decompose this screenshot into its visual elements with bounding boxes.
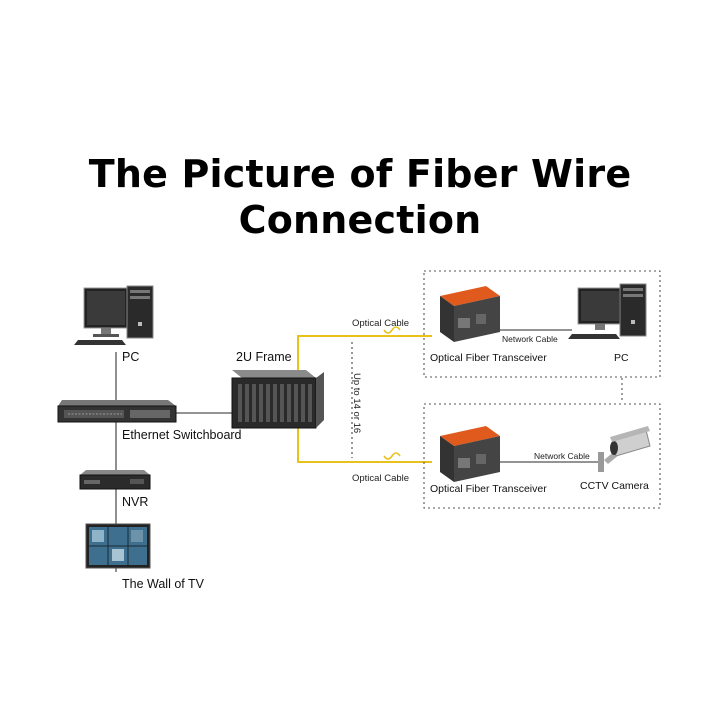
- switch-label: Ethernet Switchboard: [122, 428, 242, 442]
- optical-cable-bottom-label: Optical Cable: [352, 473, 410, 484]
- top-pc-label: PC: [614, 352, 629, 364]
- nvr-icon: [79, 470, 151, 490]
- nvr-label: NVR: [122, 495, 149, 509]
- top-endpoint-box: [423, 270, 661, 378]
- capacity-label: Up to 14 or 16: [351, 373, 362, 434]
- transceiver-icon: [440, 426, 500, 482]
- network-cable-top-label: Network Cable: [502, 334, 558, 344]
- rack-frame-icon: [231, 370, 324, 429]
- tv-wall-label: The Wall of TV: [122, 577, 204, 591]
- network-switch-icon: [57, 400, 177, 423]
- cctv-camera-icon: [598, 426, 651, 472]
- optical-cable-top-label: Optical Cable: [352, 318, 410, 329]
- network-cable-bottom-label: Network Cable: [534, 451, 590, 461]
- cctv-camera-label: CCTV Camera: [580, 480, 649, 492]
- desktop-pc-icon: [568, 283, 647, 339]
- transceiver-icon: [440, 286, 500, 342]
- bottom-transceiver-label: Optical Fiber Transceiver: [430, 483, 547, 495]
- tv-wall-icon: [85, 523, 151, 569]
- pc-label: PC: [122, 350, 140, 364]
- top-transceiver-label: Optical Fiber Transceiver: [430, 352, 547, 364]
- page-title-line1: The Picture of Fiber Wire: [88, 152, 632, 196]
- desktop-pc-icon: [74, 285, 154, 345]
- fiber-cable-top: [297, 326, 432, 382]
- fiber-cable-bottom: [297, 418, 432, 463]
- page-title-line2: Connection: [238, 198, 482, 242]
- frame-label: 2U Frame: [236, 350, 292, 364]
